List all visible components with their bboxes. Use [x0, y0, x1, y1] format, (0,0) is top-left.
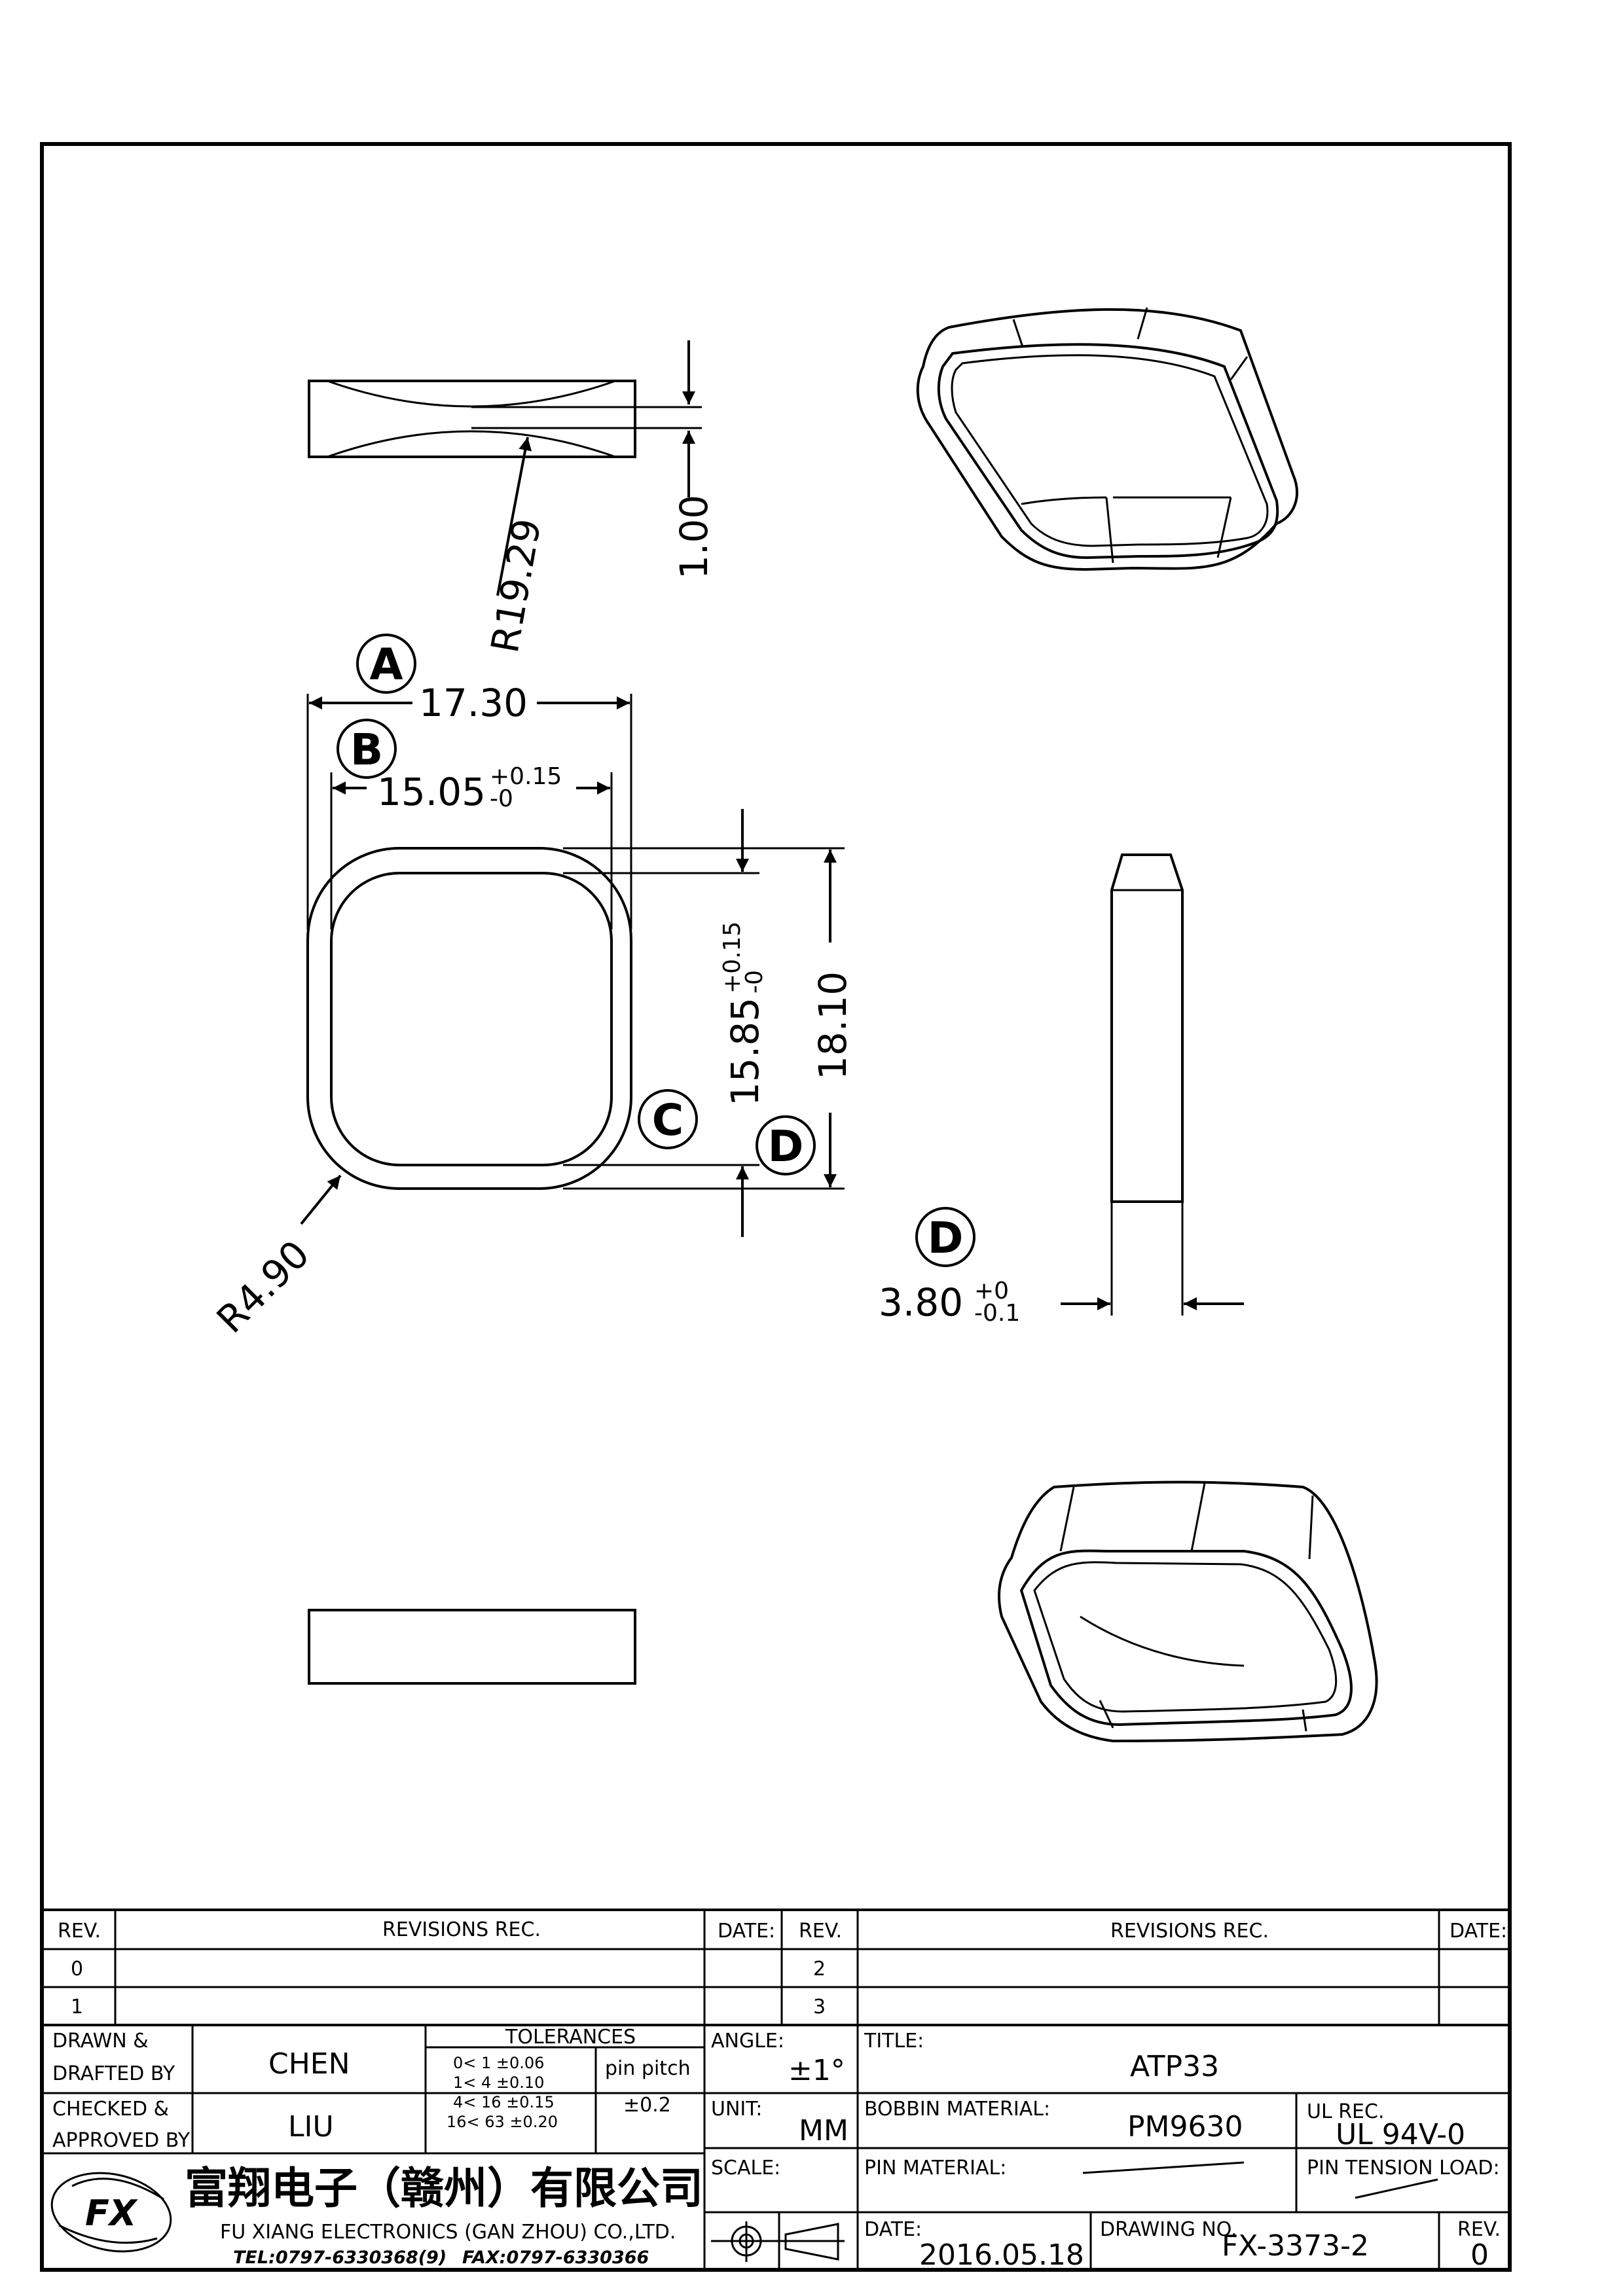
pin-tension-label: PIN TENSION LOAD:: [1307, 2157, 1500, 2179]
pin-pitch-label: pin pitch: [605, 2057, 691, 2080]
svg-text:C: C: [652, 1095, 684, 1145]
company-tel: TEL:0797-6330368(9): [233, 2248, 447, 2268]
scale-label: SCALE:: [711, 2157, 780, 2179]
rev-header-right: REV.: [799, 1920, 842, 1943]
tolerance-row-2: 1< 4 ±0.10: [453, 2073, 544, 2092]
tolerance-row-4: 16< 63 ±0.20: [447, 2113, 558, 2131]
angle-value: ±1°: [788, 2054, 845, 2087]
bobbin-material-value: PM9630: [1127, 2110, 1243, 2144]
svg-text:D: D: [768, 1121, 804, 1172]
company-name-en: FU XIANG ELECTRONICS (GAN ZHOU) CO.,LTD.: [220, 2221, 676, 2244]
bobbin-material-label: BOBBIN MATERIAL:: [864, 2098, 1050, 2121]
title-value: ATP33: [1130, 2050, 1219, 2083]
height-inner-dim: 15.85: [723, 997, 767, 1106]
ul-label: UL REC.: [1307, 2100, 1385, 2123]
rev-row-2: 2: [813, 1958, 826, 1981]
iso-view-top: [916, 307, 1298, 571]
checked-label-1: CHECKED &: [52, 2098, 169, 2121]
title-block: [42, 1909, 1510, 2270]
revisions-header-left: REVISIONS REC.: [382, 1918, 541, 1941]
width-inner-tol-lower: -0: [490, 785, 513, 812]
balloon-d-wall: D: [915, 1207, 976, 1267]
rev-row-3: 3: [813, 1996, 826, 2018]
checked-label-2: APPROVED BY: [52, 2129, 191, 2152]
wall-view: [1061, 853, 1244, 1316]
drawn-label-1: DRAWN &: [52, 2030, 149, 2053]
svg-text:A: A: [369, 639, 403, 690]
side-view-bottom: [308, 1609, 636, 1685]
unit-label: UNIT:: [711, 2098, 762, 2121]
date-header-right: DATE:: [1450, 1920, 1507, 1943]
drawn-label-2: DRAFTED BY: [52, 2062, 175, 2085]
company-name-cn: 富翔电子（赣州）有限公司: [185, 2163, 703, 2214]
height-outer-dim: 18.10: [811, 971, 855, 1080]
svg-text:FX: FX: [85, 2193, 138, 2234]
tolerance-row-3: 4< 16 ±0.15: [453, 2093, 555, 2111]
width-inner-dim: 15.05: [377, 770, 486, 814]
date-label: DATE:: [864, 2218, 922, 2241]
rev-value: 0: [1470, 2238, 1489, 2272]
svg-text:D: D: [928, 1213, 964, 1263]
front-view: [300, 694, 845, 1237]
wall-dim: 3.80: [879, 1280, 963, 1325]
angle-label: ANGLE:: [711, 2030, 784, 2053]
drawing-no-label: DRAWING NO.: [1100, 2218, 1237, 2241]
wall-tol-lower: -0.1: [974, 1300, 1020, 1327]
date-value: 2016.05.18: [919, 2238, 1084, 2272]
pin-pitch-value: ±0.2: [623, 2094, 671, 2117]
corner-radius-dim: R4.90: [208, 1232, 318, 1342]
company-fax: FAX:0797-6330366: [462, 2248, 649, 2268]
balloon-b: B: [337, 719, 397, 779]
balloon-a: A: [356, 634, 416, 694]
balloon-c: C: [638, 1089, 698, 1149]
wall-tol-upper: +0: [974, 1278, 1009, 1304]
rev-row-1: 1: [71, 1996, 83, 2018]
tolerance-row-1: 0< 1 ±0.06: [453, 2054, 544, 2072]
checked-by: LIU: [288, 2110, 334, 2144]
unit-value: MM: [799, 2114, 848, 2147]
drawing-frame: [40, 142, 1512, 2272]
height-inner-tol-upper: +0.15: [719, 922, 746, 994]
drawn-by: CHEN: [268, 2047, 350, 2081]
balloon-d-front: D: [756, 1115, 816, 1175]
revisions-header-right: REVISIONS REC.: [1110, 1920, 1269, 1943]
drawing-no-value: FX-3373-2: [1222, 2229, 1369, 2263]
company-logo: FX: [50, 2172, 172, 2253]
date-header-left: DATE:: [718, 1920, 775, 1943]
height-inner-tol-lower: -0: [741, 970, 768, 994]
title-label: TITLE:: [864, 2030, 924, 2053]
side-view-top: [308, 340, 702, 596]
iso-view-bottom: [997, 1480, 1378, 1743]
width-inner-tol-upper: +0.15: [490, 763, 562, 790]
thickness-dim: 1.00: [672, 495, 716, 579]
side-radius-dim: R19.29: [483, 515, 550, 656]
rev-header-left: REV.: [58, 1920, 101, 1943]
tolerances-header: TOLERANCES: [505, 2026, 636, 2049]
projection-symbol: [711, 2221, 845, 2262]
pin-material-label: PIN MATERIAL:: [864, 2157, 1006, 2179]
svg-text:B: B: [350, 725, 383, 775]
width-outer-dim: 17.30: [419, 681, 528, 725]
rev-label: REV.: [1457, 2218, 1501, 2241]
rev-row-0: 0: [71, 1958, 83, 1981]
ul-value: UL 94V-0: [1336, 2118, 1465, 2151]
